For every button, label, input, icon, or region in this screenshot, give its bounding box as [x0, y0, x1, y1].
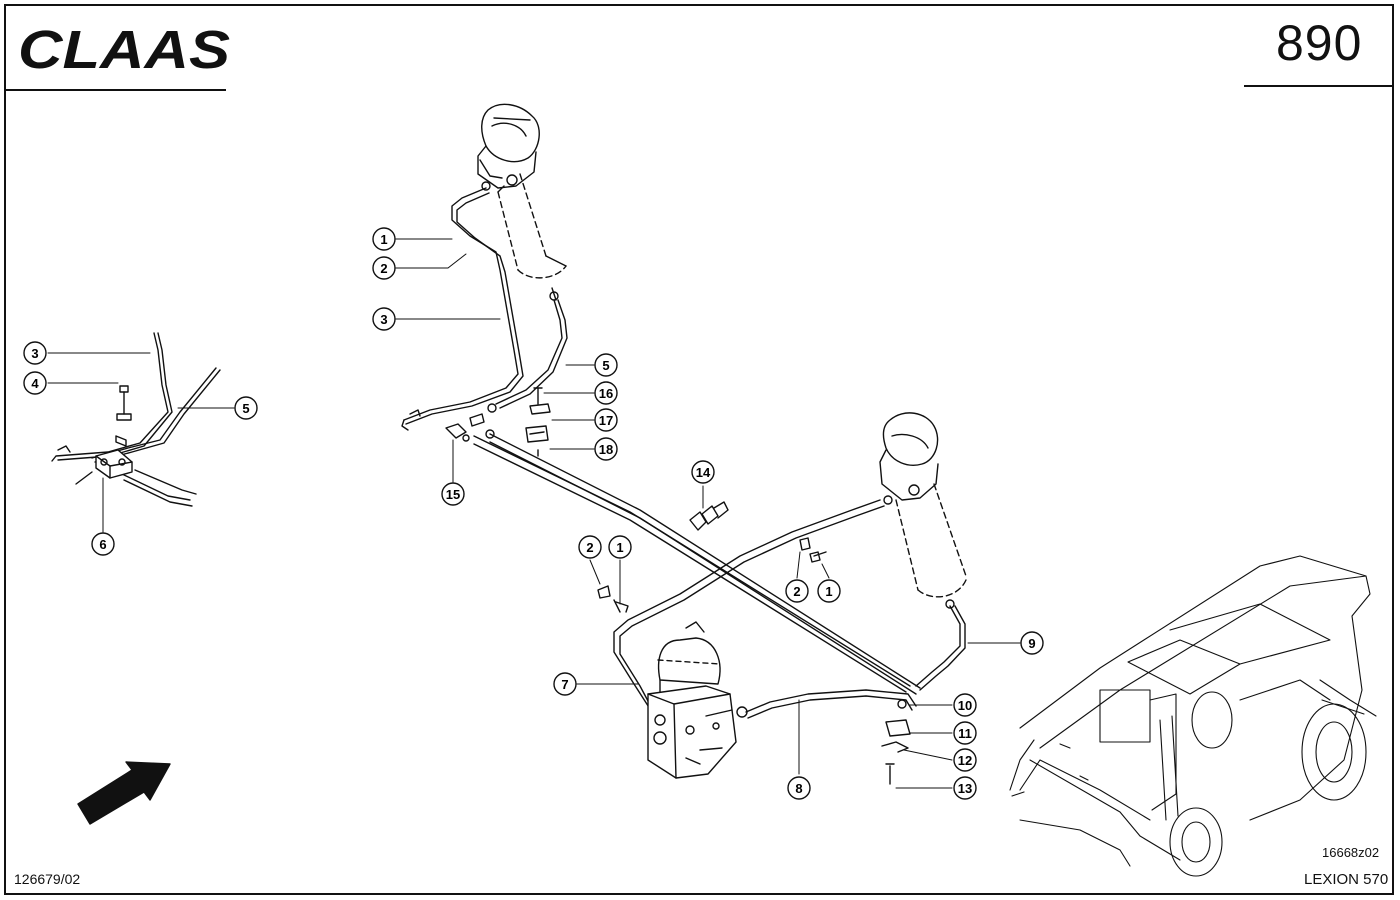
callout-bubble: 1 — [372, 227, 396, 251]
svg-text:1: 1 — [825, 584, 832, 599]
svg-text:11: 11 — [958, 726, 972, 741]
svg-text:2: 2 — [793, 584, 800, 599]
drawing-code: 16668z02 — [1322, 845, 1380, 860]
page-number: 890 — [1276, 15, 1363, 71]
svg-text:3: 3 — [380, 312, 387, 327]
svg-text:4: 4 — [31, 376, 39, 391]
callout-bubble: 14 — [691, 460, 715, 484]
callout-bubble: 6 — [91, 532, 115, 556]
callout-bubble: 7 — [553, 672, 577, 696]
combine-harvester-icon — [1009, 555, 1377, 877]
callout-bubble: 2 — [372, 256, 396, 280]
callout-bubble: 3 — [23, 341, 47, 365]
valve-block — [647, 621, 748, 779]
header-rule — [4, 89, 226, 91]
callout-group-middle: 14 2 1 2 1 — [578, 460, 841, 603]
svg-text:9: 9 — [1028, 636, 1035, 651]
hose-3 — [401, 187, 524, 431]
callout-bubble: 1 — [608, 535, 632, 559]
clamp-10-13 — [881, 699, 911, 785]
svg-text:5: 5 — [602, 358, 609, 373]
lower-cylinder — [879, 412, 967, 609]
callout-group-top: 1 2 3 5 16 17 18 15 — [372, 227, 618, 506]
svg-text:15: 15 — [446, 487, 460, 502]
callout-bubble: 5 — [234, 396, 258, 420]
svg-text:7: 7 — [561, 677, 568, 692]
callout-bubble: 12 — [953, 748, 977, 772]
callout-bubble: 10 — [953, 693, 977, 717]
svg-text:5: 5 — [242, 401, 249, 416]
clamp-16-17-18 — [525, 387, 551, 457]
svg-text:1: 1 — [380, 232, 387, 247]
callout-bubble: 17 — [594, 408, 618, 432]
svg-text:14: 14 — [696, 465, 711, 480]
callout-bubble: 15 — [441, 482, 465, 506]
callout-bubble: 1 — [817, 579, 841, 603]
logo-text: CLAAS — [18, 24, 230, 74]
svg-text:17: 17 — [599, 413, 613, 428]
part-14-clip — [689, 501, 729, 531]
callout-bubble: 2 — [785, 579, 809, 603]
document-id: 126679/02 — [14, 871, 81, 887]
callout-bubble: 8 — [787, 776, 811, 800]
callout-bubble: 9 — [1020, 631, 1044, 655]
svg-text:2: 2 — [586, 540, 593, 555]
svg-text:16: 16 — [599, 386, 613, 401]
svg-text:1: 1 — [616, 540, 623, 555]
callout-bubble: 13 — [953, 776, 977, 800]
svg-text:13: 13 — [958, 781, 972, 796]
callout-bubble: 18 — [594, 437, 618, 461]
callout-group-left: 3 4 5 6 — [23, 341, 258, 556]
callout-bubble: 11 — [953, 721, 977, 745]
callout-bubble: 5 — [594, 353, 618, 377]
left-detail-assembly — [51, 332, 221, 507]
svg-text:2: 2 — [380, 261, 387, 276]
crossing-lines — [473, 433, 966, 719]
page-frame — [4, 4, 1394, 895]
svg-text:10: 10 — [958, 698, 972, 713]
leader-lines — [47, 238, 1021, 789]
callout-bubble: 2 — [578, 535, 602, 559]
callout-bubble: 4 — [23, 371, 47, 395]
fitting-15 — [445, 413, 495, 442]
svg-text:18: 18 — [599, 442, 613, 457]
callout-bubble: 3 — [372, 307, 396, 331]
callout-group-bottom: 7 9 10 11 12 13 8 — [553, 631, 1044, 800]
svg-text:12: 12 — [958, 753, 972, 768]
model-name: LEXION 570 — [1304, 871, 1389, 888]
upper-cylinder — [477, 103, 567, 301]
svg-text:6: 6 — [99, 537, 106, 552]
arrow-up-right-icon — [77, 761, 171, 825]
header-rule — [1244, 85, 1394, 87]
svg-text:3: 3 — [31, 346, 38, 361]
claas-logo: CLAAS — [18, 24, 230, 74]
callout-bubble: 16 — [594, 381, 618, 405]
svg-text:8: 8 — [795, 781, 802, 796]
hose-5 — [487, 299, 568, 413]
